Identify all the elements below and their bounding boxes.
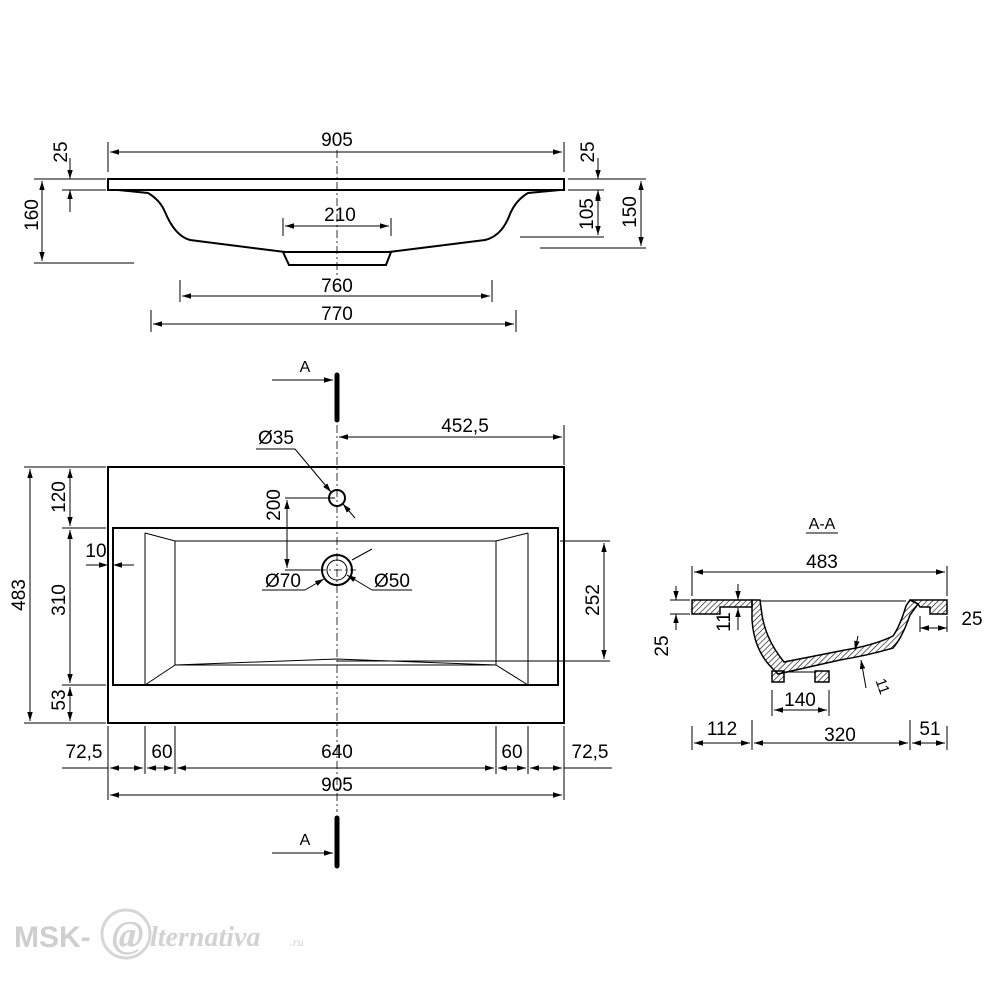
section-dim-middle: 320 — [824, 725, 856, 746]
plan-bowl-floor — [174, 541, 497, 666]
plan-dim-drain-outer: Ø70 — [265, 571, 301, 592]
front-dim-edge-left: 25 — [51, 141, 72, 162]
logo-at-ring — [100, 908, 152, 960]
section-label-bottom: A — [300, 832, 311, 849]
section-drain-foot-right — [814, 670, 830, 683]
section-dim-drain: 140 — [784, 690, 816, 711]
plan-bowl-opening — [112, 527, 559, 686]
plan-outline — [107, 466, 565, 724]
section-dim-thickness: 11 — [714, 612, 735, 632]
front-dim-bowl-height: 105 — [577, 198, 598, 230]
logo-mark: @ — [112, 914, 144, 956]
front-dim-height: 160 — [22, 199, 43, 231]
section-title: A-A — [809, 516, 836, 533]
front-drain-stub — [282, 251, 392, 266]
front-dim-width: 905 — [321, 130, 353, 151]
plan-dim-faucet-hole: Ø35 — [258, 428, 294, 449]
plan-bowl-top-edge — [144, 532, 529, 542]
plan-dim-side-gap: 10 — [85, 541, 106, 562]
plan-dim-drain-inner: Ø50 — [374, 571, 410, 592]
plan-dim-depth: 483 — [9, 579, 30, 611]
logo-domain: .ru — [290, 935, 304, 949]
front-dim-drain: 210 — [324, 205, 356, 226]
front-dim-body: 770 — [321, 304, 353, 325]
plan-dim-faucet-drain: 200 — [264, 489, 285, 521]
plan-dim-floor: 640 — [321, 742, 353, 763]
section-view: A-A 483 11 25 25 11 — [652, 516, 983, 750]
plan-dim-front-ledge: 53 — [49, 689, 70, 710]
plan-dim-bowl-depth: 310 — [49, 584, 70, 616]
front-dim-bowl: 760 — [321, 276, 353, 297]
section-drain-foot-left — [771, 670, 785, 683]
front-rim — [107, 178, 565, 191]
logo-brand: MSK- — [14, 921, 91, 954]
section-dim-right: 51 — [919, 719, 940, 740]
section-label-top: A — [300, 359, 311, 376]
logo-script: lternativa — [150, 922, 260, 953]
section-bowl-shell — [751, 599, 920, 675]
plan-dim-margin-left: 72,5 — [66, 742, 103, 763]
plan-view: A A 452,5 Ø35 200 Ø70 Ø50 — [9, 359, 612, 869]
brand-logo: MSK- @ lternativa .ru — [14, 908, 304, 960]
section-dim-left: 112 — [707, 719, 737, 740]
section-dim-rim-height: 25 — [652, 635, 673, 656]
plan-dim-wall-right: 60 — [501, 742, 522, 763]
plan-dim-wall-left: 60 — [151, 742, 172, 763]
section-left-rim — [691, 599, 753, 615]
plan-dim-inner-depth: 252 — [583, 584, 604, 616]
front-dim-edge-right: 25 — [578, 141, 599, 162]
section-dim-right-rim: 25 — [961, 609, 982, 630]
front-view: 905 25 160 25 105 150 210 760 770 — [22, 130, 646, 332]
plan-dim-back-ledge: 120 — [49, 481, 70, 513]
front-dim-right-height: 150 — [620, 196, 641, 228]
plan-dim-hole-offset: 452,5 — [441, 416, 489, 437]
plan-dim-margin-right: 72,5 — [572, 742, 609, 763]
plan-dim-width: 905 — [321, 775, 353, 796]
section-dim-depth: 483 — [806, 552, 838, 573]
section-dim-wall: 11 — [872, 676, 893, 696]
